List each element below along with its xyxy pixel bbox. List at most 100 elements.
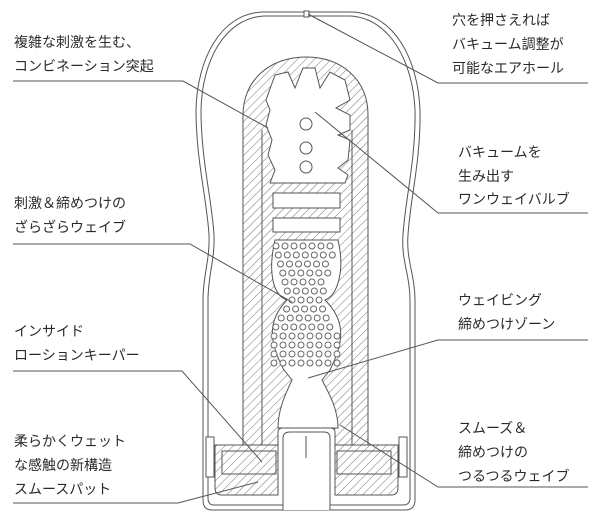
texture-dot xyxy=(281,242,289,250)
texture-dot xyxy=(315,332,323,340)
texture-dot xyxy=(310,287,318,295)
texture-dot xyxy=(306,341,314,349)
texture-dot xyxy=(288,350,296,358)
texture-dot xyxy=(288,341,296,349)
texture-dot xyxy=(324,269,332,277)
texture-dot xyxy=(288,296,296,304)
label-waving-zone: ウェイビング 締めつけゾーン xyxy=(458,293,555,333)
texture-dot xyxy=(297,269,305,277)
texture-dot xyxy=(315,350,323,358)
smooth-pad-left xyxy=(221,450,277,475)
texture-dot xyxy=(279,341,287,349)
texture-dot xyxy=(306,296,314,304)
label-smooth-wave: スムーズ＆ 締めつけの つるつるウェイブ xyxy=(458,421,569,485)
texture-dot xyxy=(317,323,325,331)
center-plug xyxy=(282,431,331,510)
texture-dot xyxy=(288,359,296,367)
texture-dot xyxy=(297,341,305,349)
texture-dot xyxy=(308,242,316,250)
texture-dot xyxy=(326,323,334,331)
texture-dot xyxy=(301,305,309,313)
texture-dots xyxy=(270,242,341,367)
texture-dot xyxy=(304,260,311,268)
texture-dot xyxy=(270,350,278,358)
texture-dot xyxy=(272,242,280,250)
texture-dot xyxy=(319,305,327,313)
texture-dot xyxy=(279,350,287,358)
texture-dot xyxy=(288,269,296,277)
texture-dot xyxy=(292,305,300,313)
texture-dot xyxy=(272,323,280,331)
texture-dot xyxy=(283,287,291,295)
texture-dot xyxy=(324,341,332,349)
texture-dot xyxy=(281,278,289,286)
texture-dot xyxy=(333,359,341,367)
label-smooth-pad: 柔らかくウェット な感触の新構造 スムースパット xyxy=(14,434,130,498)
texture-dot xyxy=(297,359,305,367)
texture-dot xyxy=(328,251,336,259)
texture-dot xyxy=(324,359,332,367)
texture-dot xyxy=(286,314,294,322)
texture-dot xyxy=(297,296,305,304)
smooth-pad-right xyxy=(336,450,392,475)
texture-dot xyxy=(292,287,300,295)
texture-dot xyxy=(317,278,325,286)
texture-dot xyxy=(319,251,327,259)
texture-dot xyxy=(279,269,287,277)
texture-dot xyxy=(315,341,323,349)
texture-dot xyxy=(310,305,318,313)
texture-dot xyxy=(308,323,316,331)
texture-dot xyxy=(333,350,341,358)
label-rough-wave: 刺激＆締めつけの ざらざらウェイブ xyxy=(14,195,130,236)
texture-dot xyxy=(297,350,305,358)
label-one-way-valve: バキュームを 生み出す ワンウェイバルブ xyxy=(458,145,570,208)
texture-dot xyxy=(322,260,329,268)
texture-dot xyxy=(283,251,291,259)
texture-dot xyxy=(279,359,287,367)
texture-dot xyxy=(297,332,305,340)
texture-dot xyxy=(313,260,320,268)
texture-dot xyxy=(306,359,314,367)
leader-lines xyxy=(13,13,588,504)
texture-dot xyxy=(333,341,341,349)
texture-dot xyxy=(324,350,332,358)
texture-dot xyxy=(277,260,284,268)
texture-dot xyxy=(270,332,278,340)
texture-dot xyxy=(295,260,302,268)
texture-dot xyxy=(299,242,307,250)
texture-dot xyxy=(277,314,285,322)
texture-dot xyxy=(306,269,314,277)
texture-dot xyxy=(270,341,278,349)
label-air-hole: 穴を押さえれば バキューム調整が 可能なエアホール xyxy=(452,13,568,77)
texture-dot xyxy=(290,242,298,250)
texture-dot xyxy=(292,251,300,259)
texture-dot xyxy=(310,251,318,259)
texture-dot xyxy=(326,242,334,250)
texture-dot xyxy=(319,287,327,295)
texture-dot xyxy=(299,323,307,331)
texture-dot xyxy=(317,242,325,250)
texture-dot xyxy=(286,260,293,268)
texture-dot xyxy=(315,296,323,304)
inner-sleeve xyxy=(242,56,369,510)
texture-dot xyxy=(299,278,307,286)
texture-dot xyxy=(322,314,330,322)
texture-dot xyxy=(279,332,287,340)
texture-dot xyxy=(324,332,332,340)
base-assembly xyxy=(205,436,408,496)
texture-dot xyxy=(308,278,316,286)
texture-dot xyxy=(270,359,278,367)
texture-dot xyxy=(333,332,341,340)
texture-dot xyxy=(290,278,298,286)
texture-dot xyxy=(301,251,309,259)
texture-dot xyxy=(295,314,303,322)
texture-dot xyxy=(306,350,314,358)
texture-dot xyxy=(290,323,298,331)
texture-dot xyxy=(301,287,309,295)
texture-dot xyxy=(274,251,282,259)
texture-dot xyxy=(313,314,321,322)
texture-dot xyxy=(288,332,296,340)
label-inside-lotion-keeper: インサイド ローションキーパー xyxy=(14,324,140,364)
texture-dot xyxy=(281,323,289,331)
